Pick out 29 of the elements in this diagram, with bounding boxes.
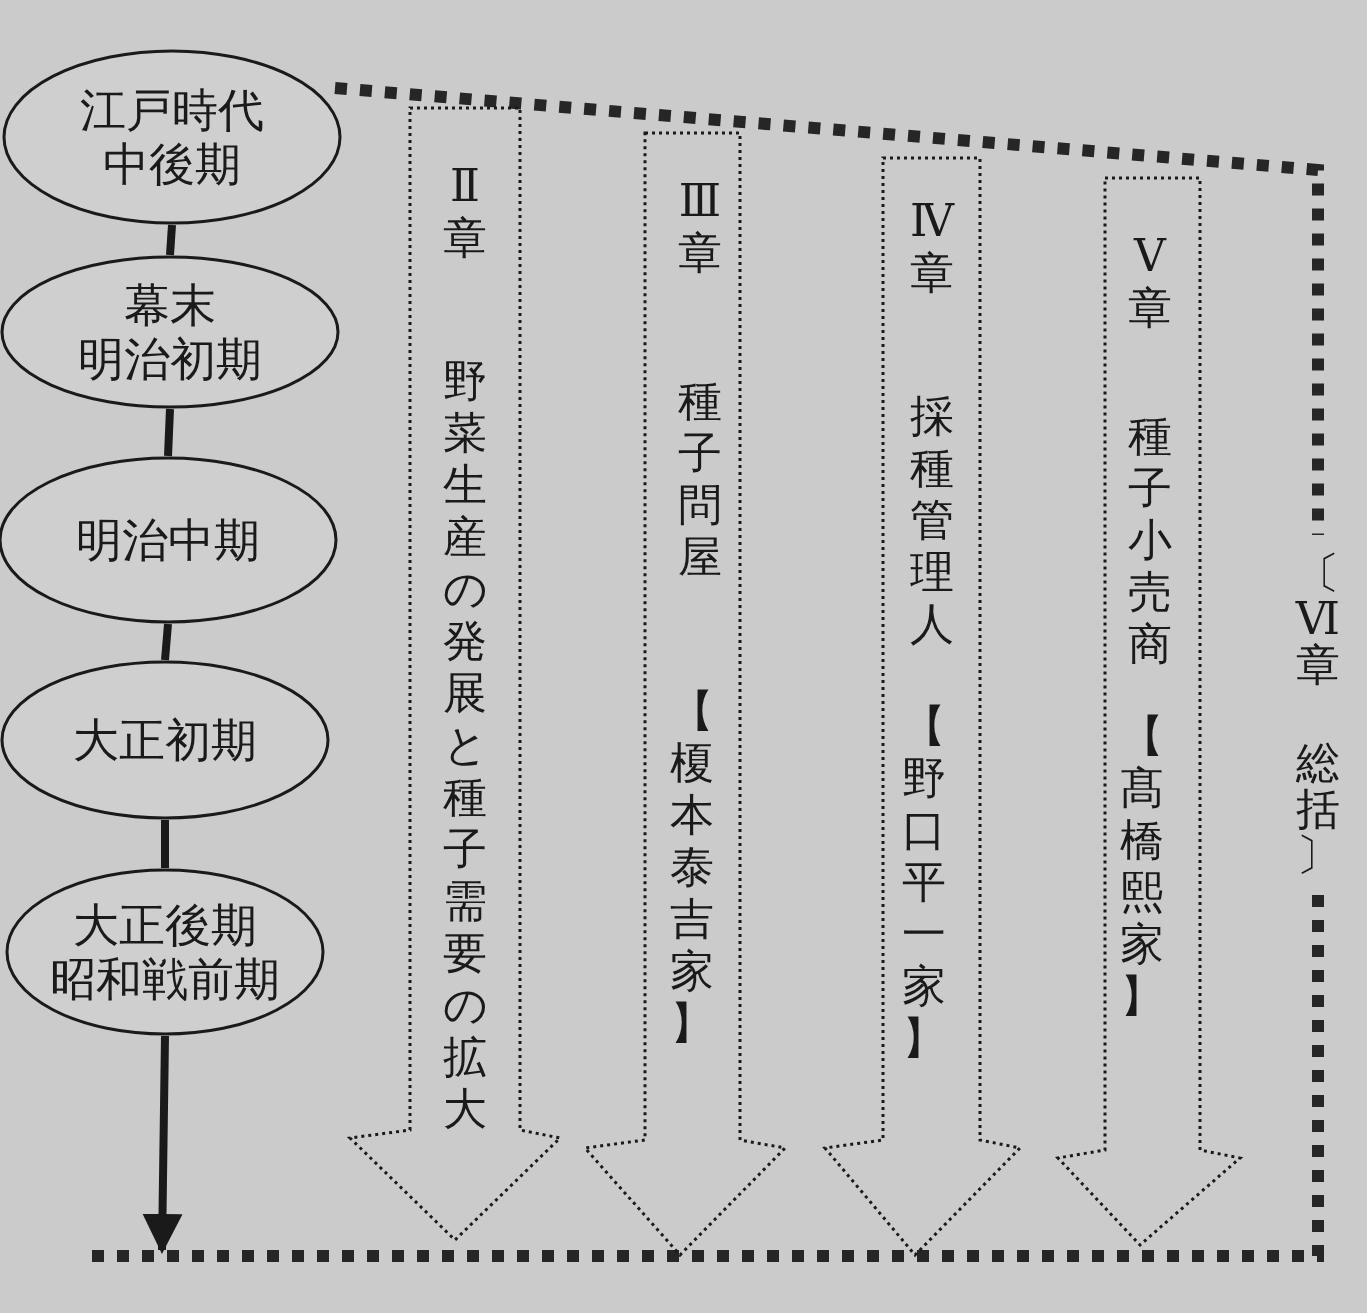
period-ellipse bbox=[5, 868, 325, 1036]
period-label: 大正初期 bbox=[73, 713, 257, 767]
chapter-number: 〔Ⅵ章 bbox=[1294, 550, 1342, 688]
chapter-title: 種子小売商 bbox=[1127, 410, 1173, 670]
connector-line bbox=[166, 224, 176, 256]
chapter-panel bbox=[821, 154, 1024, 1259]
period-label: 江戸時代中後期 bbox=[80, 83, 264, 191]
chapter-number: Ⅲ章 bbox=[677, 175, 723, 279]
connector-line bbox=[164, 408, 174, 457]
period-ellipse bbox=[0, 255, 340, 409]
family-name: 【榎本泰吉家】 bbox=[669, 685, 715, 1049]
chapter-title: 採種管理人 bbox=[909, 390, 955, 650]
chapter-number: Ⅳ章 bbox=[909, 195, 956, 299]
chapter-title: 野菜生産の発展と種子需要の拡大 bbox=[441, 355, 489, 1135]
chapter-panel bbox=[1054, 174, 1244, 1249]
period-label: 幕末明治初期 bbox=[78, 278, 262, 386]
period-ellipse bbox=[0, 660, 330, 820]
period-ellipse bbox=[2, 49, 342, 225]
chapter-number: Ⅴ章 bbox=[1127, 230, 1173, 334]
period-label: 明治中期 bbox=[76, 513, 260, 567]
chapter-title: 種子問屋 bbox=[677, 375, 723, 583]
chapter-number: Ⅱ章 bbox=[442, 160, 488, 264]
chapter-title: 総括〕 bbox=[1295, 740, 1341, 878]
family-name: 【髙橋熙家】 bbox=[1119, 710, 1165, 1022]
connector-line bbox=[161, 820, 169, 868]
family-name: 【野口平一家】 bbox=[901, 700, 947, 1064]
connector-line bbox=[161, 623, 172, 661]
arrow bbox=[142, 1035, 183, 1254]
period-label: 大正後期昭和戦前期 bbox=[50, 898, 280, 1006]
